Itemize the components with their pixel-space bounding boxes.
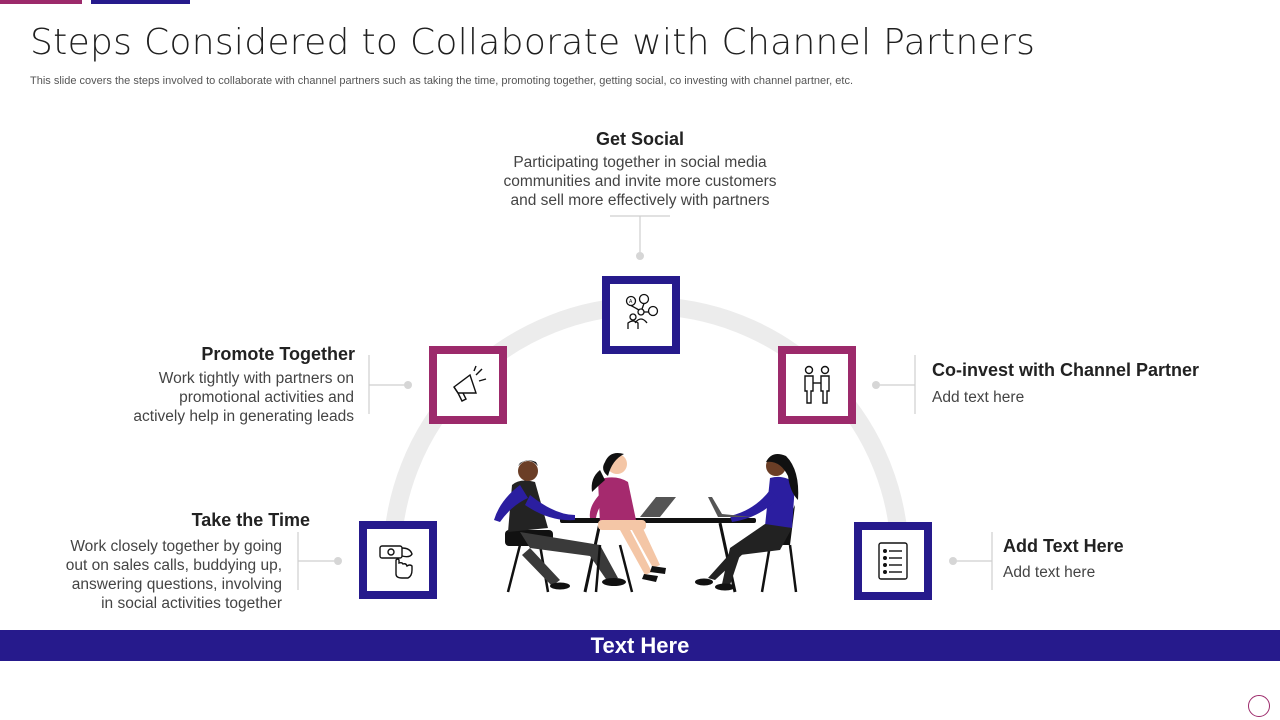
promote-together-text: Work tightly with partners on promotiona… <box>55 369 354 426</box>
slide-title: Steps Considered to Collaborate with Cha… <box>30 22 1036 63</box>
take-time-line: Work closely together by going <box>70 538 282 555</box>
bottom-banner: Text Here <box>0 630 1280 661</box>
hand-click-icon <box>379 545 413 579</box>
add-text-title: Add Text Here <box>1003 536 1124 556</box>
add-text-line: Add text here <box>1003 564 1096 581</box>
checklist-icon <box>878 542 908 580</box>
get-social-line: Participating together in social media <box>513 154 767 171</box>
promote-together-title: Promote Together <box>201 344 355 364</box>
take-time-text: Work closely together by going out on sa… <box>10 537 282 613</box>
bottom-banner-label: Text Here <box>590 632 690 658</box>
take-time-title: Take the Time <box>191 510 310 530</box>
get-social-line: and sell more effectively with partners <box>510 192 770 209</box>
meeting-illustration <box>494 453 799 593</box>
connector-get-social <box>610 215 670 256</box>
connector-take-time <box>297 532 338 590</box>
take-time-line: answering questions, involving <box>71 576 282 593</box>
node-promote-together <box>429 346 507 424</box>
node-get-social: A <box>602 276 680 354</box>
promote-together-line: promotional activities and <box>179 389 354 406</box>
megaphone-icon <box>453 365 487 402</box>
take-time-line: out on sales calls, buddying up, <box>65 557 282 574</box>
handshake-people-icon <box>804 365 830 404</box>
co-invest-title: Co-invest with Channel Partner <box>932 360 1200 380</box>
connector-add-text <box>953 532 993 590</box>
connector-promote-together <box>368 355 408 414</box>
slide-subtitle: This slide covers the steps involved to … <box>30 75 854 87</box>
network-people-icon: A <box>625 293 659 329</box>
get-social-line: communities and invite more customers <box>503 173 777 190</box>
co-invest-line: Add text here <box>932 389 1025 406</box>
promote-together-line: actively help in generating leads <box>133 408 354 425</box>
add-text-text: Add text here <box>1003 563 1253 582</box>
promote-together-line: Work tightly with partners on <box>158 370 354 387</box>
svg-text:A: A <box>629 299 633 305</box>
top-accent-indigo <box>91 0 190 4</box>
co-invest-text: Add text here <box>932 388 1232 407</box>
top-accent-purple <box>0 0 82 4</box>
get-social-text: Participating together in social media c… <box>440 153 840 210</box>
get-social-title: Get Social <box>595 129 685 149</box>
node-take-time <box>359 521 437 599</box>
node-add-text <box>854 522 932 600</box>
take-time-line: in social activities together <box>101 595 282 612</box>
connector-co-invest <box>876 355 916 414</box>
corner-circle-icon <box>1248 695 1270 717</box>
node-co-invest <box>778 346 856 424</box>
